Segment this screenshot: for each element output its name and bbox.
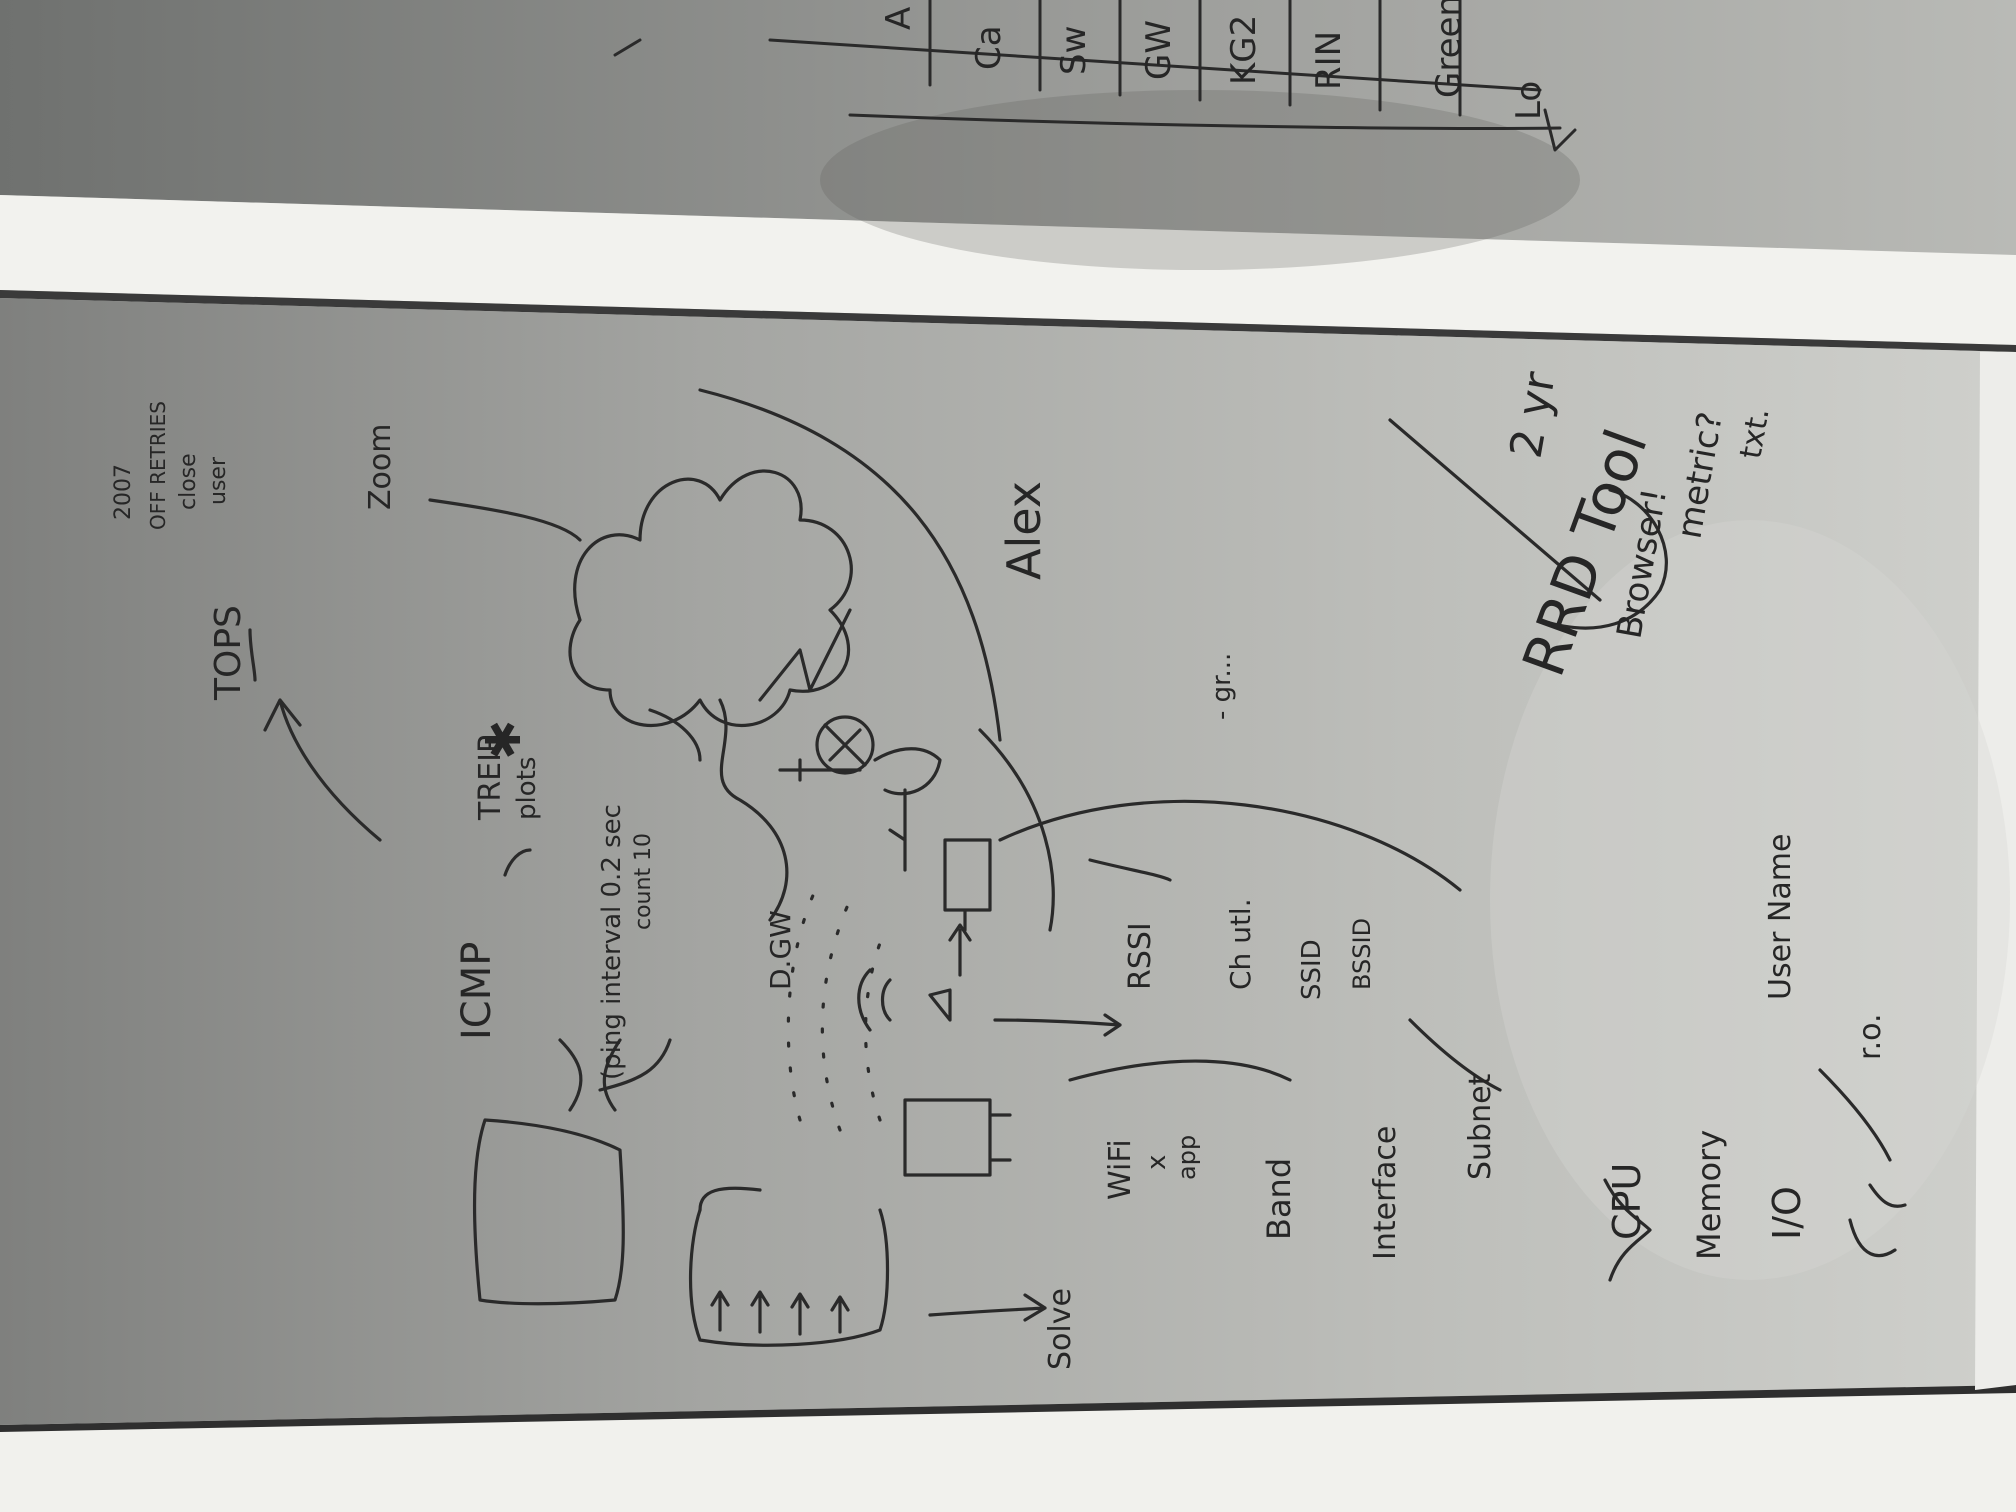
top-panel-sketch bbox=[613, 0, 1577, 152]
label-dgw: D.GW bbox=[764, 910, 797, 990]
label-zoom: Zoom bbox=[363, 424, 398, 510]
label-band: Band bbox=[1260, 1158, 1298, 1240]
right-frame bbox=[1975, 352, 2016, 1390]
frame-edge bbox=[0, 290, 2016, 352]
reflection-dark bbox=[820, 90, 1580, 270]
top-glass-panel bbox=[0, 0, 2016, 255]
top-fragment: GW bbox=[1139, 20, 1179, 80]
label-io: I/O bbox=[1765, 1186, 1809, 1240]
label-treip: TREIP bbox=[473, 735, 508, 821]
top-fragment: Green bbox=[1429, 0, 1469, 98]
top-fragment: A bbox=[879, 7, 919, 30]
main-sketch bbox=[248, 388, 1907, 1347]
label-star: ✱ bbox=[476, 720, 532, 760]
frame-band bbox=[0, 195, 2016, 345]
main-glass-panel bbox=[0, 298, 2016, 1425]
label-memory: Memory bbox=[1690, 1130, 1728, 1260]
label-minus-gr: - gr... bbox=[1207, 653, 1237, 720]
label-cpu: CPU bbox=[1605, 1163, 1649, 1240]
tops-item: user bbox=[206, 456, 231, 505]
label-rssi: RSSI bbox=[1123, 922, 1158, 990]
label-interface: Interface bbox=[1368, 1126, 1403, 1260]
label-app: app bbox=[1173, 1135, 1201, 1180]
reflection bbox=[1490, 520, 2010, 1280]
label-ssid: SSID bbox=[1297, 939, 1327, 1000]
top-fragment: RIN bbox=[1309, 31, 1349, 90]
top-panel-text: A Ca Sw GW KG2 RIN Green Lo bbox=[879, 0, 1549, 120]
tops-item: close bbox=[176, 453, 201, 510]
label-count: count 10 bbox=[631, 833, 656, 930]
label-plots: plots bbox=[512, 757, 542, 820]
label-subnet: Subnet bbox=[1463, 1073, 1498, 1180]
label-icmp: ICMP bbox=[454, 942, 500, 1040]
label-ping: (ping interval 0.2 sec bbox=[597, 804, 627, 1080]
top-fragment: Ca bbox=[969, 25, 1009, 70]
label-x: x bbox=[1142, 1155, 1172, 1170]
top-fragment: KG2 bbox=[1224, 15, 1264, 85]
label-alex: Alex bbox=[997, 481, 1051, 580]
label-solve: Solve bbox=[1043, 1288, 1078, 1370]
label-ch-utl: Ch utl. bbox=[1224, 898, 1257, 990]
tops-item: 2007 bbox=[111, 464, 136, 520]
tops-item: OFF RETRIES bbox=[146, 401, 170, 530]
label-ro: r.o. bbox=[1853, 1014, 1888, 1060]
top-fragment: Sw bbox=[1054, 26, 1094, 75]
top-fragment: Lo bbox=[1509, 81, 1549, 120]
label-user-name: User Name bbox=[1763, 834, 1798, 1000]
label-bssid: BSSID bbox=[1348, 918, 1376, 990]
label-tops: TOPS bbox=[208, 605, 249, 701]
label-wifi: WiFi bbox=[1103, 1139, 1138, 1200]
bottom-frame-edge bbox=[0, 1385, 2016, 1432]
label-txt: txt. bbox=[1733, 405, 1776, 461]
